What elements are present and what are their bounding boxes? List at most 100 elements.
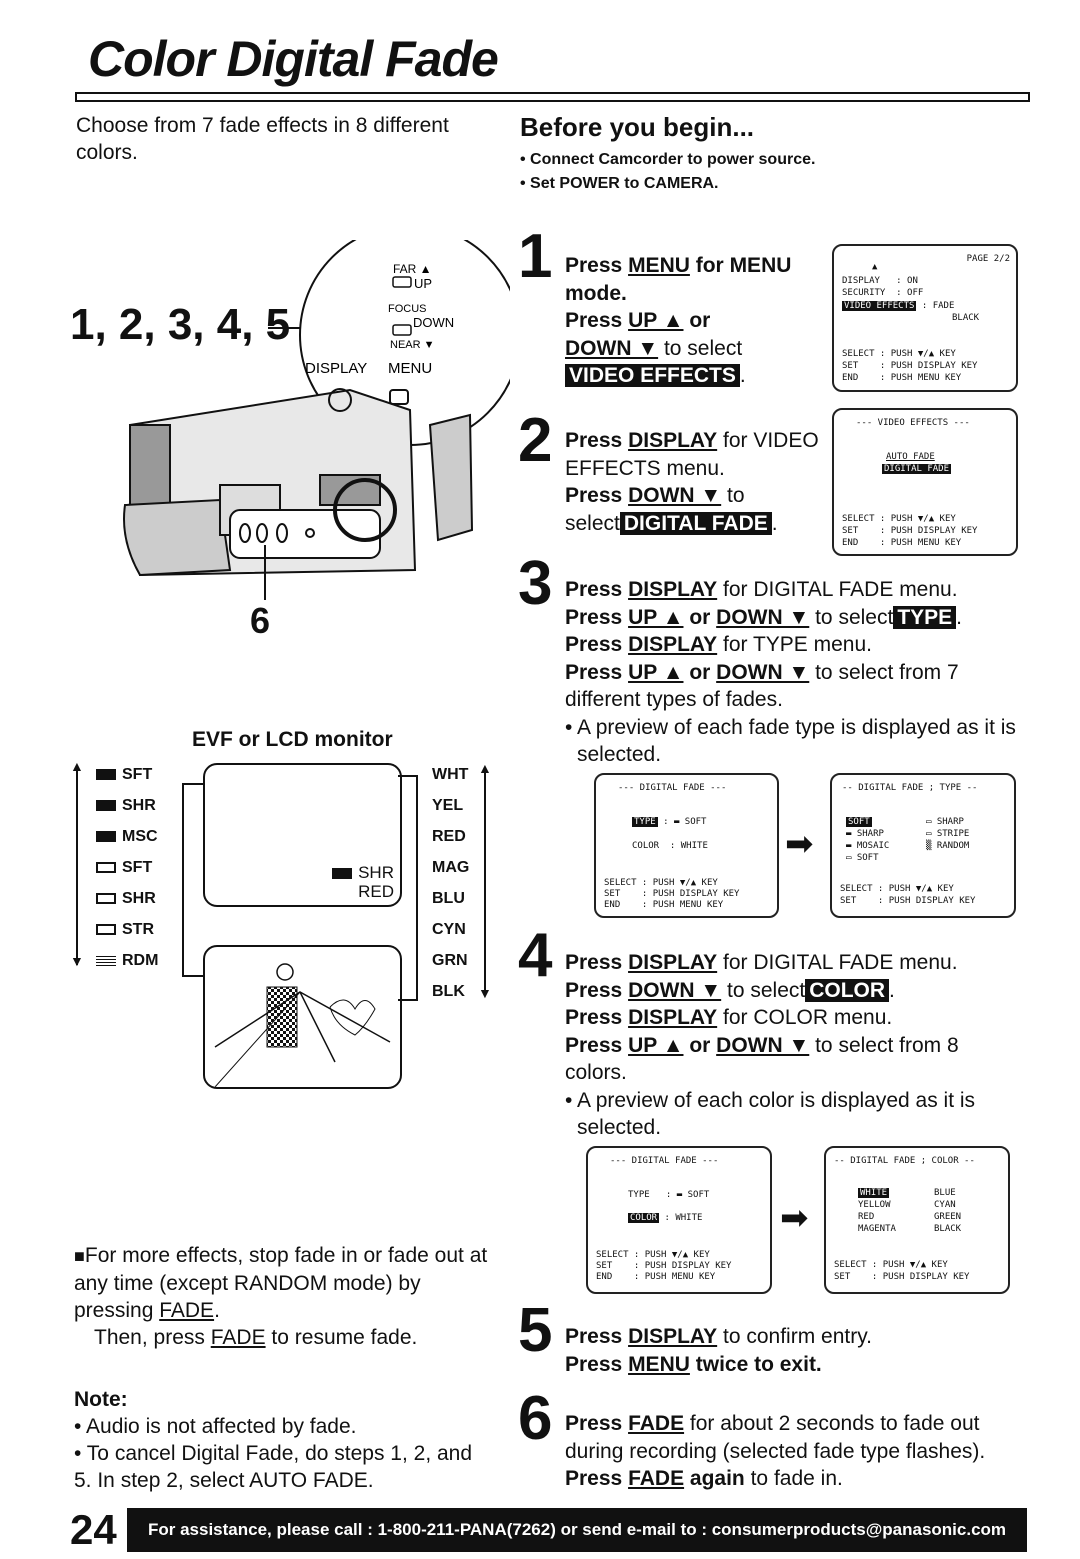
screen-text: SELECT : PUSH ▼/▲ KEY [834, 1260, 948, 1270]
screen-text: SELECT : PUSH ▼/▲ KEY [604, 878, 718, 888]
menu-key: MENU [628, 1352, 690, 1376]
more-effects: ■For more effects, stop fade in or fade … [74, 1242, 494, 1351]
evf-heading: EVF or LCD monitor [192, 728, 393, 751]
screen-text: SET : PUSH DISPLAY KEY [842, 361, 978, 371]
screen-text: BLUE [934, 1188, 956, 1198]
title-rule [75, 92, 1030, 102]
screen-text: YELLOW [858, 1200, 891, 1210]
step-text: to select from 8 colors. [565, 1033, 959, 1085]
screen-type-menu: -- DIGITAL FADE ; TYPE -- SOFT ▬ SHARP ▬… [830, 773, 1016, 918]
type-highlight: TYPE [893, 605, 957, 629]
screen-text: SELECT : PUSH ▼/▲ KEY [840, 884, 954, 894]
far-label: FAR ▲ [393, 262, 432, 276]
half-fade-icon [96, 862, 116, 874]
down-key: DOWN ▼ [565, 336, 659, 360]
step-number: 1 [518, 222, 553, 291]
step-number: 2 [518, 406, 553, 475]
evf-screen-type: SHR [358, 863, 394, 882]
step-text: for COLOR menu. [717, 1006, 893, 1029]
step3-text: Press DISPLAY for DIGITAL FADE menu. Pre… [565, 576, 1020, 769]
step-text: to confirm entry. [717, 1325, 872, 1348]
step-number: 5 [518, 1296, 553, 1365]
step-text: Press [565, 578, 629, 601]
screen-text: RED [858, 1212, 875, 1222]
step5-text: Press DISPLAY to confirm entry. Press ME… [565, 1323, 1020, 1378]
arrow-down-icon: ▼ [478, 985, 492, 1001]
screen-text: AUTO FADE [886, 452, 935, 462]
up-label: UP [414, 276, 432, 291]
digital-fade-highlight: DIGITAL FADE [619, 511, 772, 535]
screen-text: SELECT : PUSH ▼/▲ KEY [842, 514, 956, 524]
screen-highlight: DIGITAL FADE [882, 464, 952, 474]
evf-type: SFT [122, 859, 153, 876]
more-text: For more effects, stop fade in or fade o… [74, 1244, 488, 1322]
step-text: to fade in. [744, 1467, 843, 1490]
page-title: Color Digital Fade [88, 31, 499, 87]
evf-color: BLK [432, 983, 465, 1000]
step-text: Press [565, 1352, 629, 1376]
up-key: UP ▲ [628, 309, 684, 332]
evf-type: SHR [122, 797, 156, 814]
step-text: or [683, 660, 717, 684]
note-item: • Audio is not affected by fade. [74, 1415, 357, 1438]
evf-color: GRN [432, 952, 468, 969]
step-text: for about 2 seconds to fade out during r… [565, 1412, 986, 1463]
fade-key: FADE [159, 1299, 215, 1322]
evf-color: MAG [432, 859, 470, 876]
step-text: . [739, 364, 746, 387]
screen-text: --- DIGITAL FADE --- [618, 783, 727, 793]
arrow-down-icon: ▼ [70, 953, 84, 969]
step-text: or [683, 1033, 717, 1057]
screen-text: -- DIGITAL FADE ; TYPE -- [842, 783, 978, 793]
screen-highlight: WHITE [858, 1188, 890, 1198]
screen-text: SET : PUSH DISPLAY KEY [596, 1261, 732, 1271]
more-text: to resume fade. [265, 1326, 418, 1349]
evf-type: SHR [122, 890, 156, 907]
arrow-up-icon: ▲ [478, 760, 492, 776]
display-button-icon [328, 388, 352, 412]
screen-text: : WHITE [659, 1213, 703, 1223]
step-text: for TYPE menu. [717, 633, 873, 656]
screen-text: ▬ MOSAIC [846, 841, 890, 851]
full-fade-icon [332, 868, 353, 880]
evf-color: YEL [432, 797, 464, 814]
screen-text: PAGE 2/2 [966, 254, 1010, 264]
step-text: to select [658, 336, 743, 360]
evf-screen-color: RED [358, 882, 394, 901]
down-key: DOWN ▼ [716, 1033, 810, 1057]
screen-text: SET : PUSH DISPLAY KEY [840, 896, 976, 906]
screen-highlight: SOFT [846, 817, 872, 827]
step-text: Press [565, 978, 629, 1002]
step1-text: Press MENU for MENU mode. Press UP ▲ or … [565, 252, 825, 390]
evf-bracket-left [182, 783, 204, 977]
screen-text: SELECT : PUSH ▼/▲ KEY [596, 1250, 710, 1260]
screen-text: TYPE : ▬ SOFT [628, 1190, 710, 1200]
step-text: Press [565, 254, 629, 277]
screen-text: SELECT : PUSH ▼/▲ KEY [842, 349, 956, 359]
step-text: Press [565, 605, 629, 629]
full-fade-icon [96, 800, 116, 812]
before-item: • Connect Camcorder to power source. [520, 151, 816, 168]
evf-type: RDM [122, 952, 159, 969]
step-text: to select [565, 484, 745, 535]
screen-text: MAGENTA [858, 1224, 896, 1234]
screen-text: END : PUSH MENU KEY [842, 373, 962, 383]
focus-label: FOCUS [388, 303, 427, 315]
step-text: to select [809, 605, 894, 629]
screen-text: --- VIDEO EFFECTS --- [856, 418, 970, 428]
up-key: UP ▲ [628, 1033, 684, 1057]
screen-text: SECURITY : OFF [842, 288, 924, 298]
step-text: to select [721, 978, 806, 1002]
down-label: DOWN [413, 315, 454, 330]
menu-button-icon [389, 389, 409, 405]
menu-key: MENU [628, 254, 690, 277]
step-text: or [683, 605, 717, 629]
up-key: UP ▲ [628, 660, 684, 684]
fade-key: FADE [210, 1326, 266, 1349]
screen-highlight: COLOR [628, 1213, 660, 1223]
right-arrow-icon: ➡ [780, 1199, 809, 1237]
evf-color: WHT [432, 766, 469, 783]
screen-text: SET : PUSH DISPLAY KEY [604, 889, 740, 899]
screen-text: : ▬ SOFT [657, 817, 707, 827]
step-text: . [956, 605, 963, 629]
